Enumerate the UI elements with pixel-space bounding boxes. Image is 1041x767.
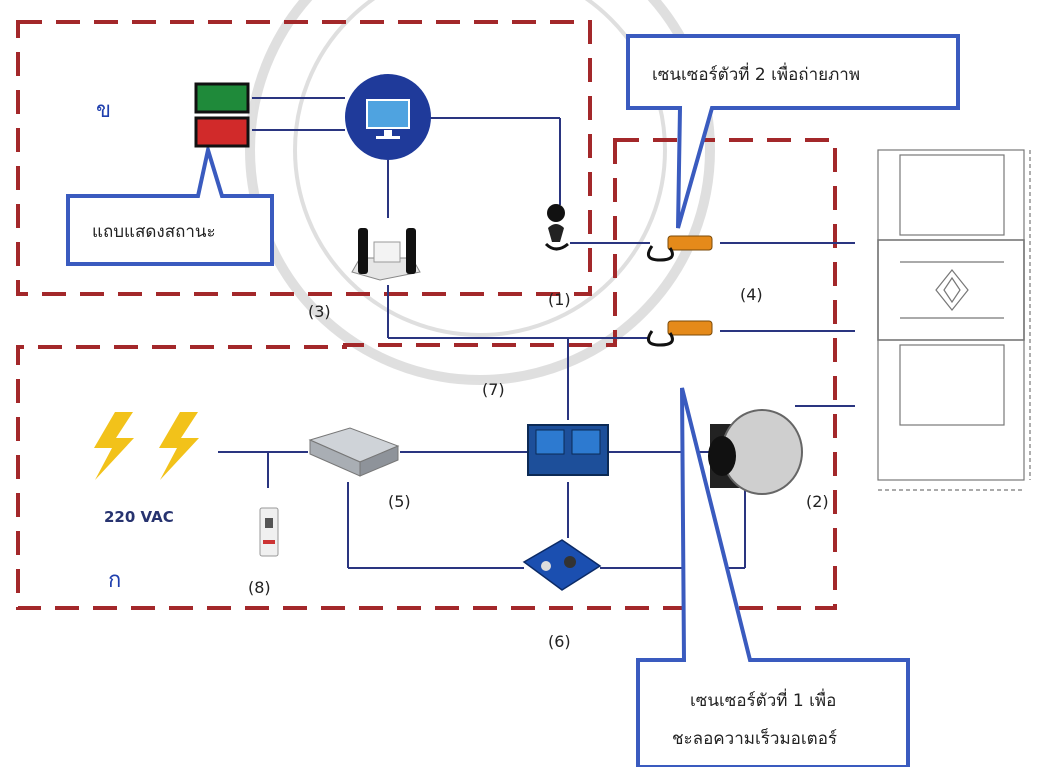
buck-converter-icon	[524, 540, 600, 590]
zone-b-label: ข	[96, 92, 111, 127]
sensor2-callout-text: เซนเซอร์ตัวที่ 2 เพื่อถ่ายภาพ	[652, 61, 860, 88]
webcam-icon	[546, 204, 568, 249]
power-source-label: 220 VAC	[104, 508, 174, 526]
status-bar-callout	[68, 150, 272, 264]
sensor1-callout-line1: เซนเซอร์ตัวที่ 1 เพื่อ	[690, 687, 836, 714]
label-8: (8)	[248, 578, 271, 597]
gear-motor-icon	[708, 410, 802, 494]
circuit-breaker-icon	[260, 508, 278, 556]
conveyor-drawing-icon	[878, 150, 1030, 490]
label-5: (5)	[388, 492, 411, 511]
label-6: (6)	[548, 632, 571, 651]
proximity-sensor-icon	[648, 321, 712, 345]
label-1: (1)	[548, 290, 571, 309]
sensor1-callout-line2: ชะลอความเร็วมอเตอร์	[672, 725, 837, 752]
label-7: (7)	[482, 380, 505, 399]
status-bar-callout-text: แถบแสดงสถานะ	[92, 218, 216, 245]
power-supply-icon	[310, 428, 398, 476]
relay-module-icon	[528, 425, 608, 475]
status-light-green	[196, 84, 248, 112]
lightning-bolt-icon	[159, 412, 199, 480]
microcontroller-icon	[352, 228, 420, 280]
label-2: (2)	[806, 492, 829, 511]
lightning-bolt-icon	[94, 412, 134, 480]
monitor-icon	[345, 74, 431, 160]
label-3: (3)	[308, 302, 331, 321]
label-4: (4)	[740, 285, 763, 304]
wiring	[218, 98, 855, 568]
zone-a-label: ก	[108, 562, 121, 597]
status-light-red	[196, 118, 248, 146]
